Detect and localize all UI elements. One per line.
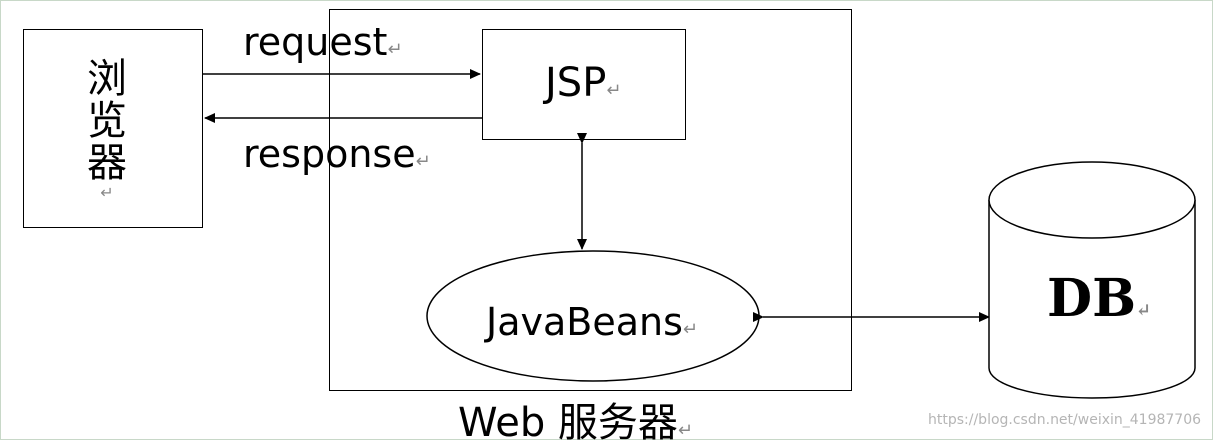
browser-label-char: 器 xyxy=(87,140,127,186)
javabeans-label: JavaBeans↵ xyxy=(486,300,698,344)
jsp-label: JSP↵ xyxy=(545,60,622,106)
browser-label: 浏 览 器 ↵ xyxy=(82,58,132,202)
web-server-container xyxy=(329,9,852,391)
db-label: DB↵ xyxy=(1047,268,1152,329)
browser-label-char: 浏 xyxy=(87,56,127,102)
browser-node xyxy=(23,29,203,228)
paragraph-mark: ↵ xyxy=(100,183,114,202)
browser-label-char: 览 xyxy=(87,98,127,144)
web-server-label: Web 服务器↵ xyxy=(458,400,694,446)
watermark: https://blog.csdn.net/weixin_41987706 xyxy=(928,412,1202,428)
db-cylinder xyxy=(988,161,1196,399)
request-label: request↵ xyxy=(243,20,403,64)
response-label: response↵ xyxy=(243,132,431,176)
